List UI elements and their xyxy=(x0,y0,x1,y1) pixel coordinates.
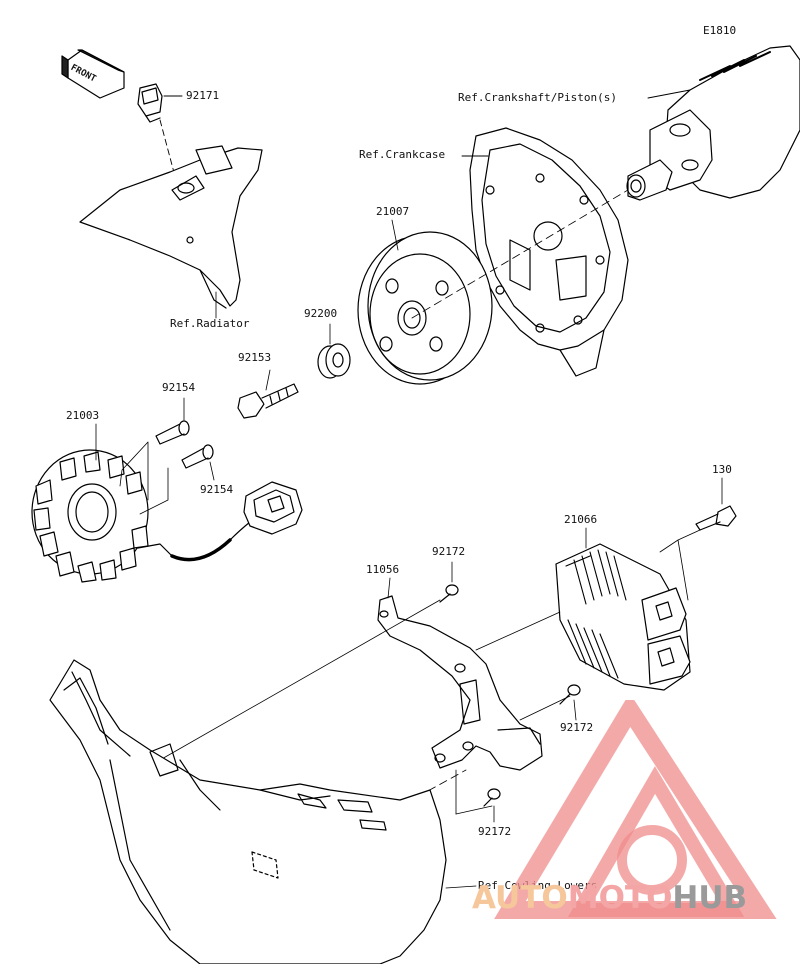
bolt-130 xyxy=(695,505,737,531)
watermark-auto: AUTO xyxy=(472,880,568,916)
bolt-92154-lower xyxy=(181,444,214,469)
watermark-moto: MOTO xyxy=(567,880,673,916)
ref-cowling-lowers: Ref.Cowling Lowers xyxy=(478,879,598,892)
callout-21003: 21003 xyxy=(66,409,100,422)
callout-92154-lower: 92154 xyxy=(200,483,234,496)
bolt-92154-upper xyxy=(155,420,190,445)
rotor-21007 xyxy=(357,231,493,385)
callout-92172-middle: 92172 xyxy=(560,721,594,734)
ref-radiator: Ref.Radiator xyxy=(170,317,250,330)
radiator-reference-part xyxy=(79,145,263,309)
clip-92171 xyxy=(137,83,163,123)
regulator-rectifier-21066 xyxy=(555,543,691,691)
figure-code: E1810 xyxy=(703,24,737,37)
callout-11056: 11056 xyxy=(366,563,400,576)
watermark-hub: HUB xyxy=(672,880,748,916)
bolt-92153 xyxy=(237,383,299,419)
ref-crankshaft: Ref.Crankshaft/Piston(s) xyxy=(458,91,617,104)
automotohub-logo-icon xyxy=(494,700,777,919)
ref-crankcase: Ref.Crankcase xyxy=(359,148,446,161)
callout-92172-upper: 92172 xyxy=(432,545,466,558)
callout-92172-lower: 92172 xyxy=(478,825,512,838)
bolt-92172-lower xyxy=(483,788,501,807)
stator-21003 xyxy=(31,449,251,583)
callout-21007: 21007 xyxy=(376,205,410,218)
front-arrow-icon xyxy=(61,49,125,99)
watermark-text: AUTOMOTOHUB xyxy=(472,880,747,916)
bolt-92172-middle xyxy=(559,684,581,705)
crankshaft-reference-part xyxy=(626,45,800,201)
callout-92154-upper: 92154 xyxy=(162,381,196,394)
callout-92200: 92200 xyxy=(304,307,338,320)
stator-connector xyxy=(243,481,303,535)
callout-21066: 21066 xyxy=(564,513,598,526)
callout-92153: 92153 xyxy=(238,351,272,364)
bolt-92172-upper xyxy=(439,584,459,603)
callout-130: 130 xyxy=(712,463,732,476)
crankcase-reference-part xyxy=(469,127,629,377)
cowling-lower-reference-part xyxy=(49,659,447,964)
washer-92200 xyxy=(317,343,351,379)
callout-92171: 92171 xyxy=(186,89,220,102)
bracket-11056 xyxy=(377,595,543,771)
